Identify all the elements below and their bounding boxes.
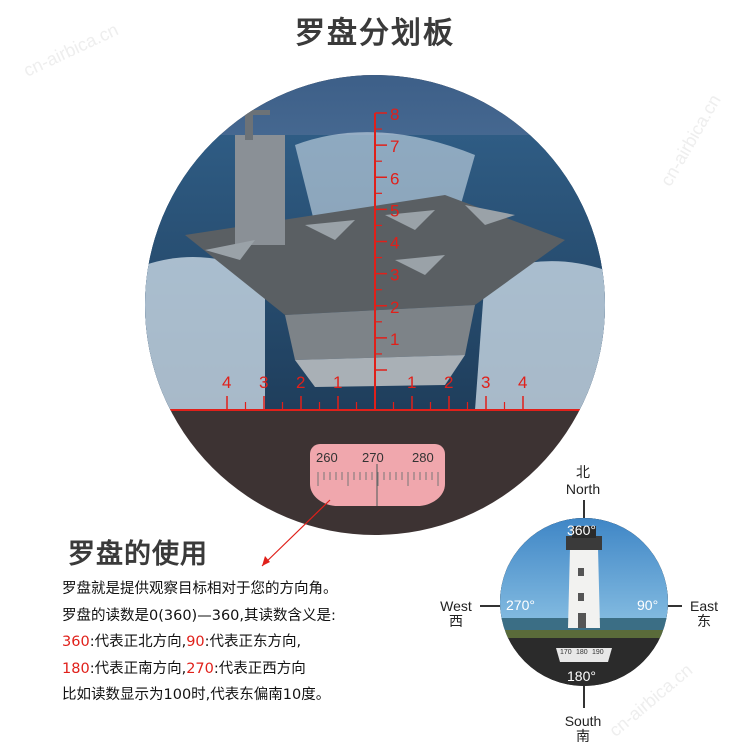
watermark: cn-airbica.cn <box>656 91 725 190</box>
reticle-h-number: 1 <box>333 373 342 392</box>
reticle-vertical-number: 3 <box>390 266 399 285</box>
compass-scale <box>317 464 439 506</box>
compass-reading-window: 260 270 280 <box>310 444 445 506</box>
north-label-en: North <box>565 481 601 497</box>
reticle-vertical-number: 4 <box>390 234 399 253</box>
reticle-h-number: 4 <box>222 373 231 392</box>
east-label: East 东 <box>682 598 726 630</box>
reading-value: 90 <box>186 634 205 650</box>
west-label-en: West <box>440 598 472 614</box>
compass-label-left: 260 <box>316 450 338 465</box>
mini-scale-label: 170 <box>560 649 572 656</box>
north-tick <box>583 500 585 518</box>
mini-scale-label: 180 <box>576 649 588 656</box>
mini-scale-label: 190 <box>592 649 604 656</box>
north-label: 北 North <box>553 465 613 497</box>
reticle-vertical-number: 5 <box>390 201 399 220</box>
south-tick <box>583 686 585 708</box>
west-label-zh: 西 <box>449 614 463 630</box>
reticle-overlay: 8 7 6 5 4 3 2 1 4 3 2 1 1 2 3 4 <box>145 105 605 411</box>
reading-value: 180 <box>62 660 90 677</box>
usage-line: 罗盘的读数是0(360)—360,其读数含义是: <box>62 607 336 624</box>
deg-top: 360° <box>567 522 596 538</box>
reticle-vertical-number: 6 <box>390 169 399 188</box>
west-tick <box>480 605 500 607</box>
west-label: West 西 <box>432 598 480 630</box>
reticle-vertical-number: 8 <box>390 105 399 124</box>
reticle-h-number: 4 <box>518 373 527 392</box>
reticle-vertical-number: 1 <box>390 330 399 349</box>
usage-line: 比如读数显示为100时,代表东偏南10度。 <box>62 687 331 703</box>
compass-label-right: 280 <box>412 450 434 465</box>
south-label: South 南 <box>553 713 613 745</box>
scope-view: 8 7 6 5 4 3 2 1 4 3 2 1 1 2 3 4 260 270 280 <box>145 75 605 535</box>
east-label-en: East <box>689 598 718 614</box>
mini-compass-view: 360° 270° 90° 180° 170 180 190 <box>500 518 668 686</box>
reticle-h-number: 1 <box>407 373 416 392</box>
deg-left: 270° <box>506 597 535 613</box>
reading-meaning: :代表正南方向, <box>89 660 187 677</box>
deg-bottom: 180° <box>567 668 596 684</box>
page-title: 罗盘分划板 <box>295 16 455 51</box>
usage-line: 180:代表正南方向,270:代表正西方向 <box>62 656 338 683</box>
east-label-zh: 东 <box>697 614 711 630</box>
reading-meaning: :代表正北方向, <box>89 634 187 650</box>
reticle-vertical-number: 2 <box>390 298 399 317</box>
reticle-vertical-number: 7 <box>390 137 399 156</box>
south-label-zh: 南 <box>576 729 590 745</box>
deg-right: 90° <box>637 597 659 613</box>
reticle-h-number: 3 <box>259 373 268 392</box>
reading-meaning: :代表正东方向, <box>204 634 302 650</box>
reading-value: 360 <box>62 634 90 650</box>
reticle-h-number: 3 <box>481 373 490 392</box>
compass-label-center: 270 <box>362 450 384 465</box>
south-label-en: South <box>564 713 602 729</box>
north-label-zh: 北 <box>576 465 590 481</box>
usage-line: 罗盘就是提供观察目标相对于您的方向角。 <box>62 581 338 597</box>
east-tick <box>668 605 682 607</box>
reticle-h-number: 2 <box>444 373 453 392</box>
usage-text: 罗盘就是提供观察目标相对于您的方向角。 罗盘的读数是0(360)—360,其读数… <box>62 576 338 709</box>
reading-meaning: :代表正西方向 <box>213 660 306 677</box>
reading-value: 270 <box>186 660 214 677</box>
usage-line: 360:代表正北方向,90:代表正东方向, <box>62 629 338 656</box>
usage-heading: 罗盘的使用 <box>68 539 208 570</box>
reticle-h-number: 2 <box>296 373 305 392</box>
